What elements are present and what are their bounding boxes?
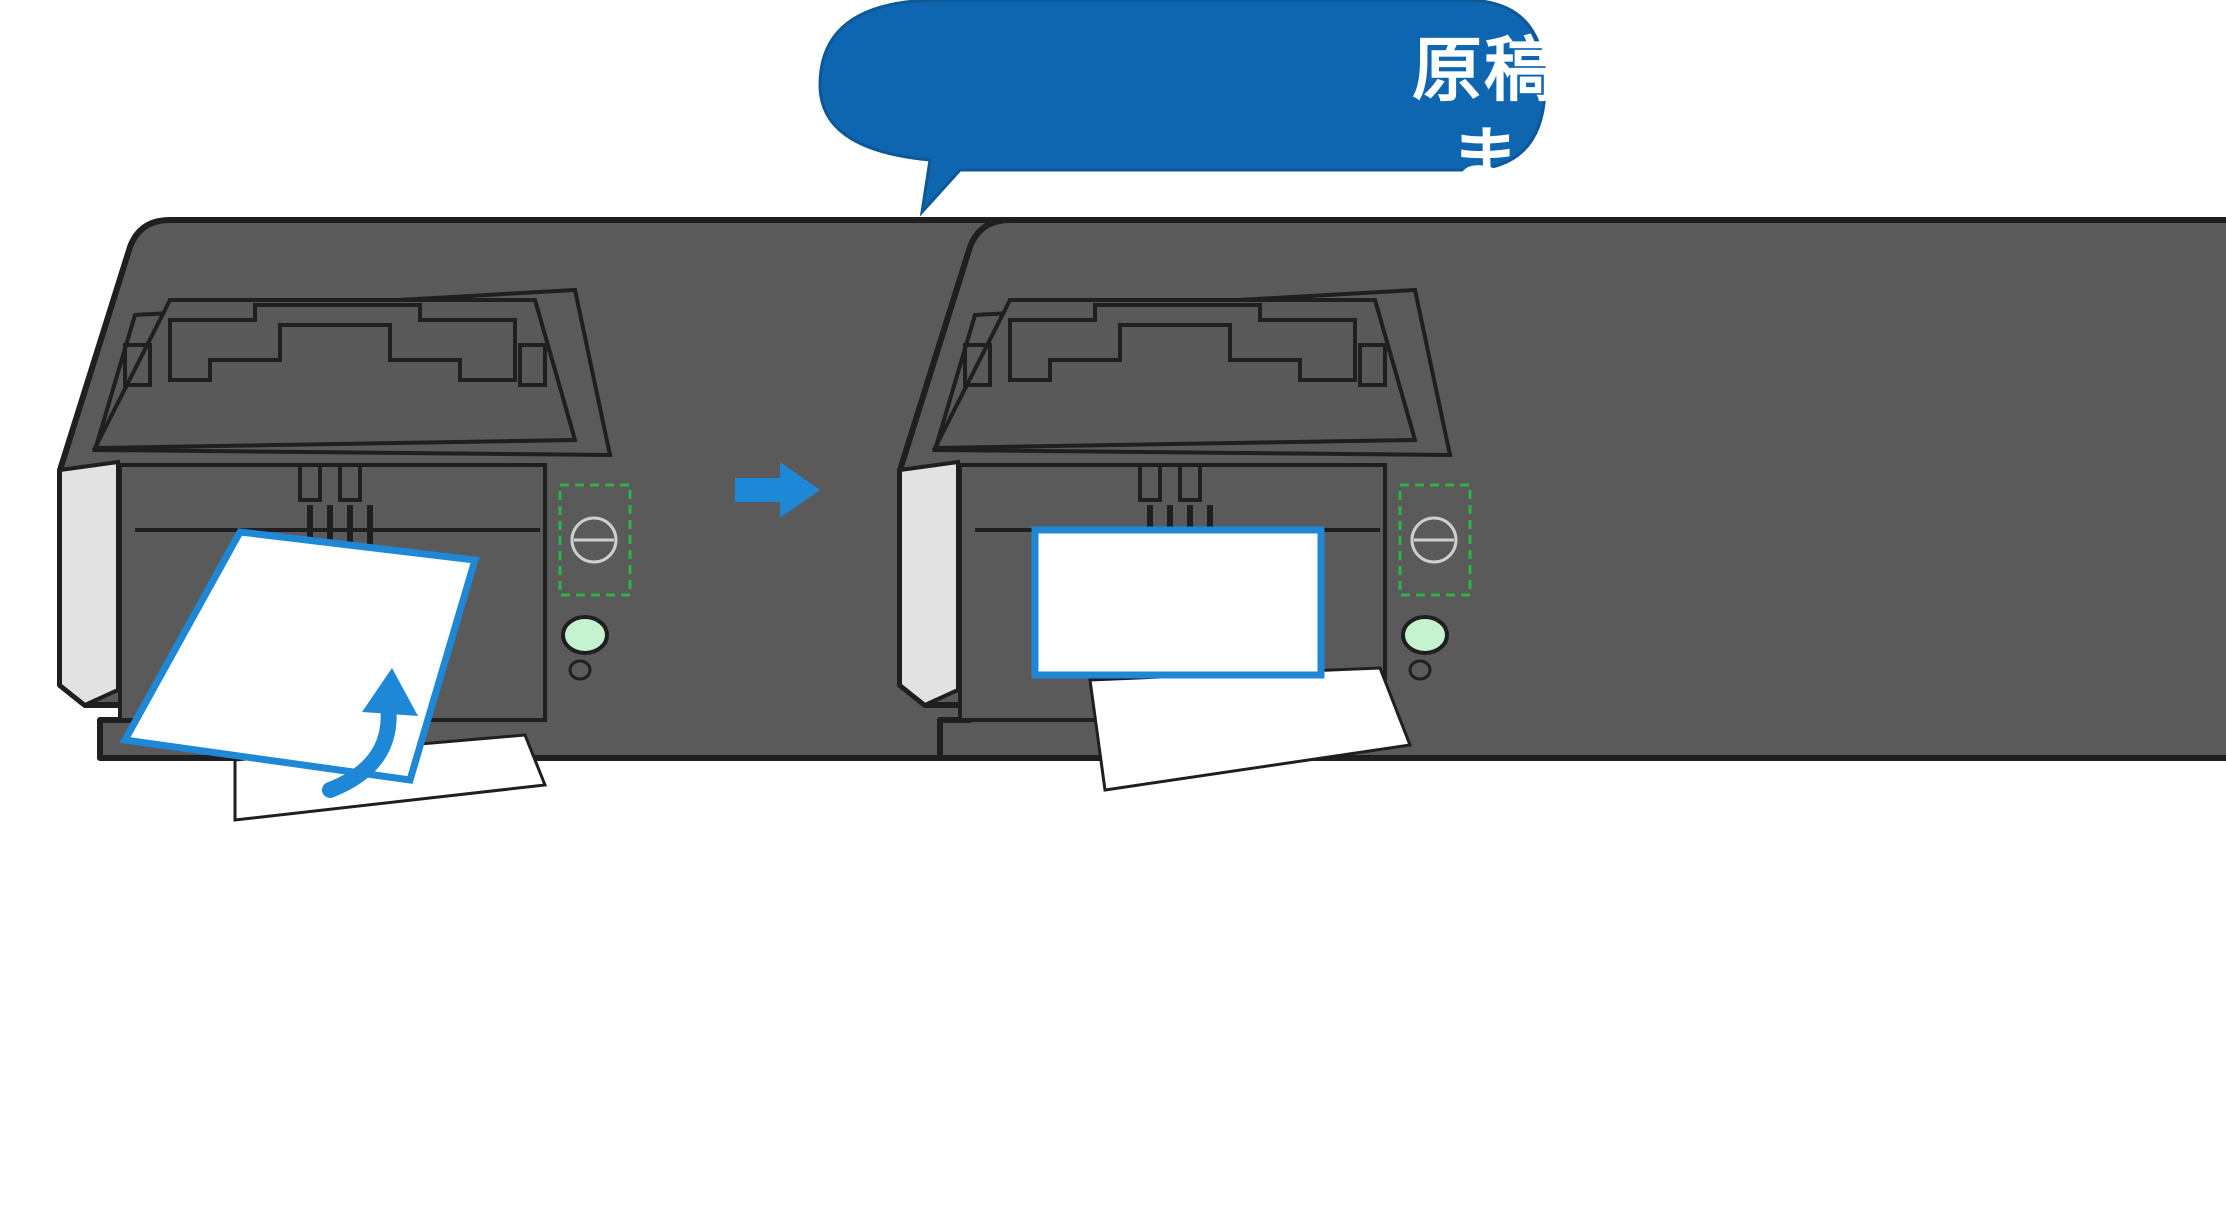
- callout-line-1: 原稿のスキューを: [1200, 25, 2200, 115]
- corrected-document: [1035, 530, 1321, 675]
- callout-text: 原稿のスキューを まっすぐに補正: [1200, 25, 2200, 205]
- rear-sheet-after: [1090, 668, 1410, 790]
- callout-line-2: まっすぐに補正: [1200, 115, 2200, 205]
